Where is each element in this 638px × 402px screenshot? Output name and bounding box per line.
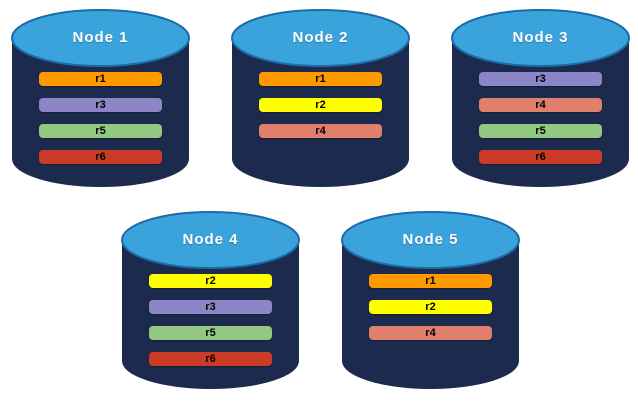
replica-bar[interactable]: r1	[259, 72, 382, 86]
cylinder-top-ellipse	[451, 9, 630, 67]
replica-bar[interactable]: r5	[479, 124, 602, 138]
replica-bar[interactable]: r5	[149, 326, 272, 340]
replica-list: r1 r3 r5 r6	[8, 72, 193, 176]
cylinder-top-ellipse	[341, 211, 520, 269]
replica-label: r6	[95, 150, 106, 163]
replica-list: r2 r3 r5 r6	[118, 274, 303, 378]
replica-bar[interactable]: r3	[149, 300, 272, 314]
replica-label: r2	[425, 300, 436, 313]
replica-bar[interactable]: r1	[369, 274, 492, 288]
replica-bar[interactable]: r4	[259, 124, 382, 138]
replica-bar[interactable]: r4	[369, 326, 492, 340]
replica-bar[interactable]: r3	[479, 72, 602, 86]
replica-bar[interactable]: r6	[479, 150, 602, 164]
replica-label: r4	[425, 326, 436, 339]
cylinder-top-ellipse	[231, 9, 410, 67]
replica-bar[interactable]: r6	[39, 150, 162, 164]
replica-bar[interactable]: r4	[479, 98, 602, 112]
replica-label: r6	[205, 352, 216, 365]
replica-label: r3	[205, 300, 216, 313]
replica-label: r5	[205, 326, 216, 339]
replica-label: r2	[205, 274, 216, 287]
replica-list: r1 r2 r4	[338, 274, 523, 352]
replica-label: r4	[535, 98, 546, 111]
cylinder-top-ellipse	[11, 9, 190, 67]
replica-bar[interactable]: r2	[259, 98, 382, 112]
replica-bar[interactable]: r5	[39, 124, 162, 138]
replica-bar[interactable]: r2	[369, 300, 492, 314]
replica-bar[interactable]: r1	[39, 72, 162, 86]
replica-bar[interactable]: r6	[149, 352, 272, 366]
replica-label: r6	[535, 150, 546, 163]
replica-label: r3	[95, 98, 106, 111]
replica-label: r2	[315, 98, 326, 111]
replica-label: r5	[535, 124, 546, 137]
replica-list: r1 r2 r4	[228, 72, 413, 150]
cylinder-top-ellipse	[121, 211, 300, 269]
replica-label: r5	[95, 124, 106, 137]
replica-bar[interactable]: r3	[39, 98, 162, 112]
replica-label: r1	[315, 72, 326, 85]
replica-label: r1	[95, 72, 106, 85]
replica-bar[interactable]: r2	[149, 274, 272, 288]
replica-label: r3	[535, 72, 546, 85]
replica-label: r4	[315, 124, 326, 137]
replica-label: r1	[425, 274, 436, 287]
replica-list: r3 r4 r5 r6	[448, 72, 633, 176]
